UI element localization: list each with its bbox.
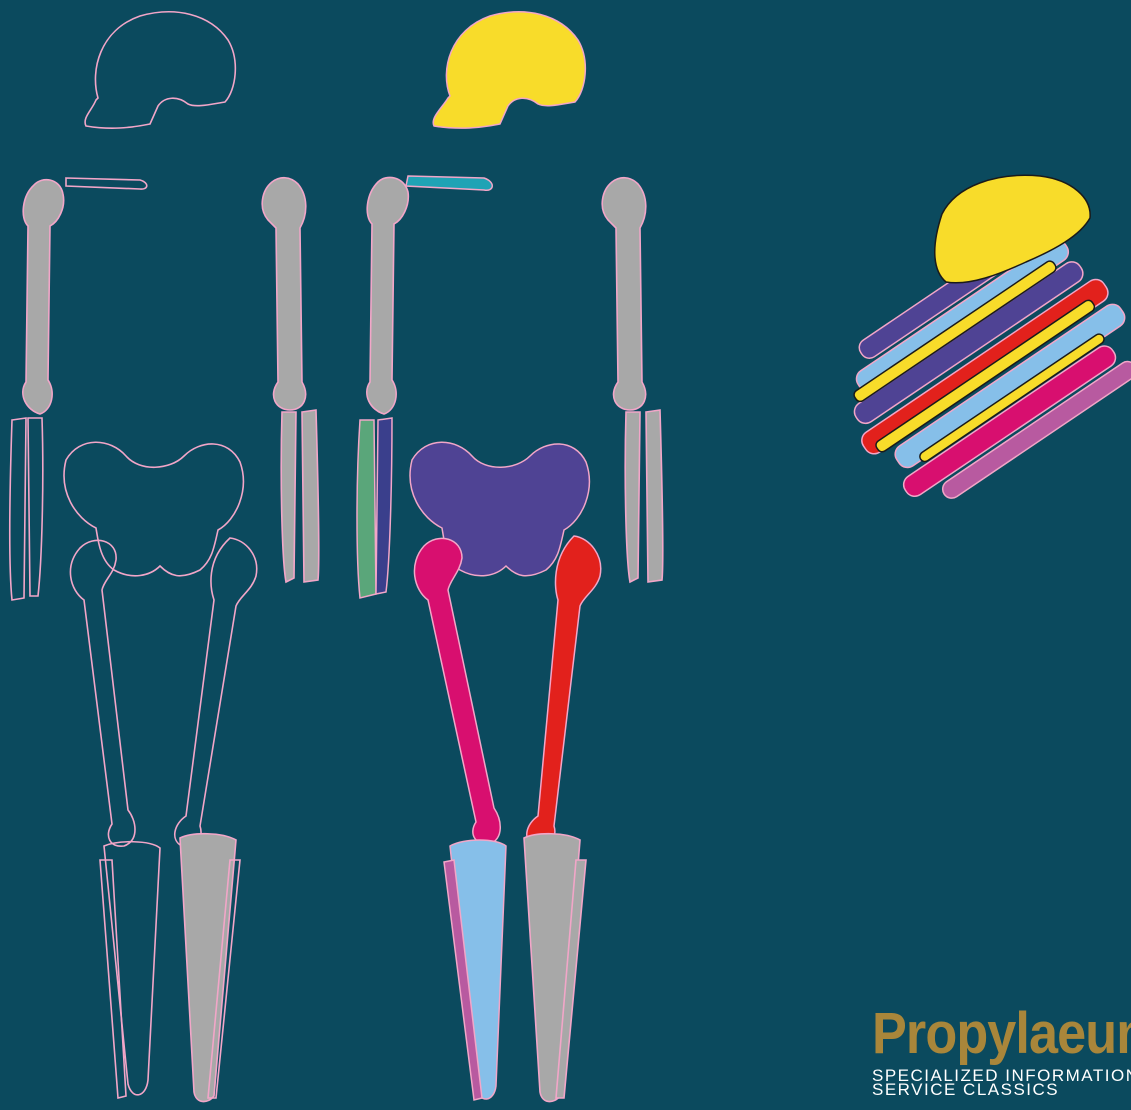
- forearm-right-a-2: [302, 410, 319, 582]
- clavicle-coloured: [406, 176, 492, 190]
- femur-mid-right: [527, 536, 601, 847]
- clavicle-outline: [66, 178, 147, 189]
- fibula-left-outline: [100, 860, 126, 1098]
- propylaeum-logo: Propylaeum SPECIALIZED INFORMATION SERVI…: [872, 1005, 1131, 1097]
- humerus-mid-left: [367, 177, 408, 414]
- brand-tagline-2: SERVICE CLASSICS: [872, 1083, 1131, 1097]
- ulna-coloured: [376, 418, 392, 594]
- brand-name: Propylaeum: [872, 1005, 1105, 1063]
- humerus-right-a: [262, 178, 306, 410]
- humerus-left: [23, 180, 64, 414]
- femur-mid-left: [414, 538, 500, 844]
- femur-right-outline: [175, 538, 257, 847]
- skull-coloured: [433, 12, 585, 128]
- humerus-far-right: [602, 178, 646, 410]
- skull-outline: [85, 12, 235, 128]
- forearm-right-a-1: [281, 412, 296, 582]
- radius-coloured: [357, 420, 376, 598]
- skeleton-coloured: [357, 12, 663, 1102]
- skeleton-outline: [10, 12, 319, 1102]
- tibia-right: [180, 834, 236, 1102]
- forearm-left-1: [10, 418, 26, 600]
- forearm-far-right-1: [625, 412, 640, 582]
- femur-left-outline: [70, 540, 135, 846]
- forearm-far-right-2: [646, 410, 663, 582]
- forearm-left-2: [28, 418, 43, 596]
